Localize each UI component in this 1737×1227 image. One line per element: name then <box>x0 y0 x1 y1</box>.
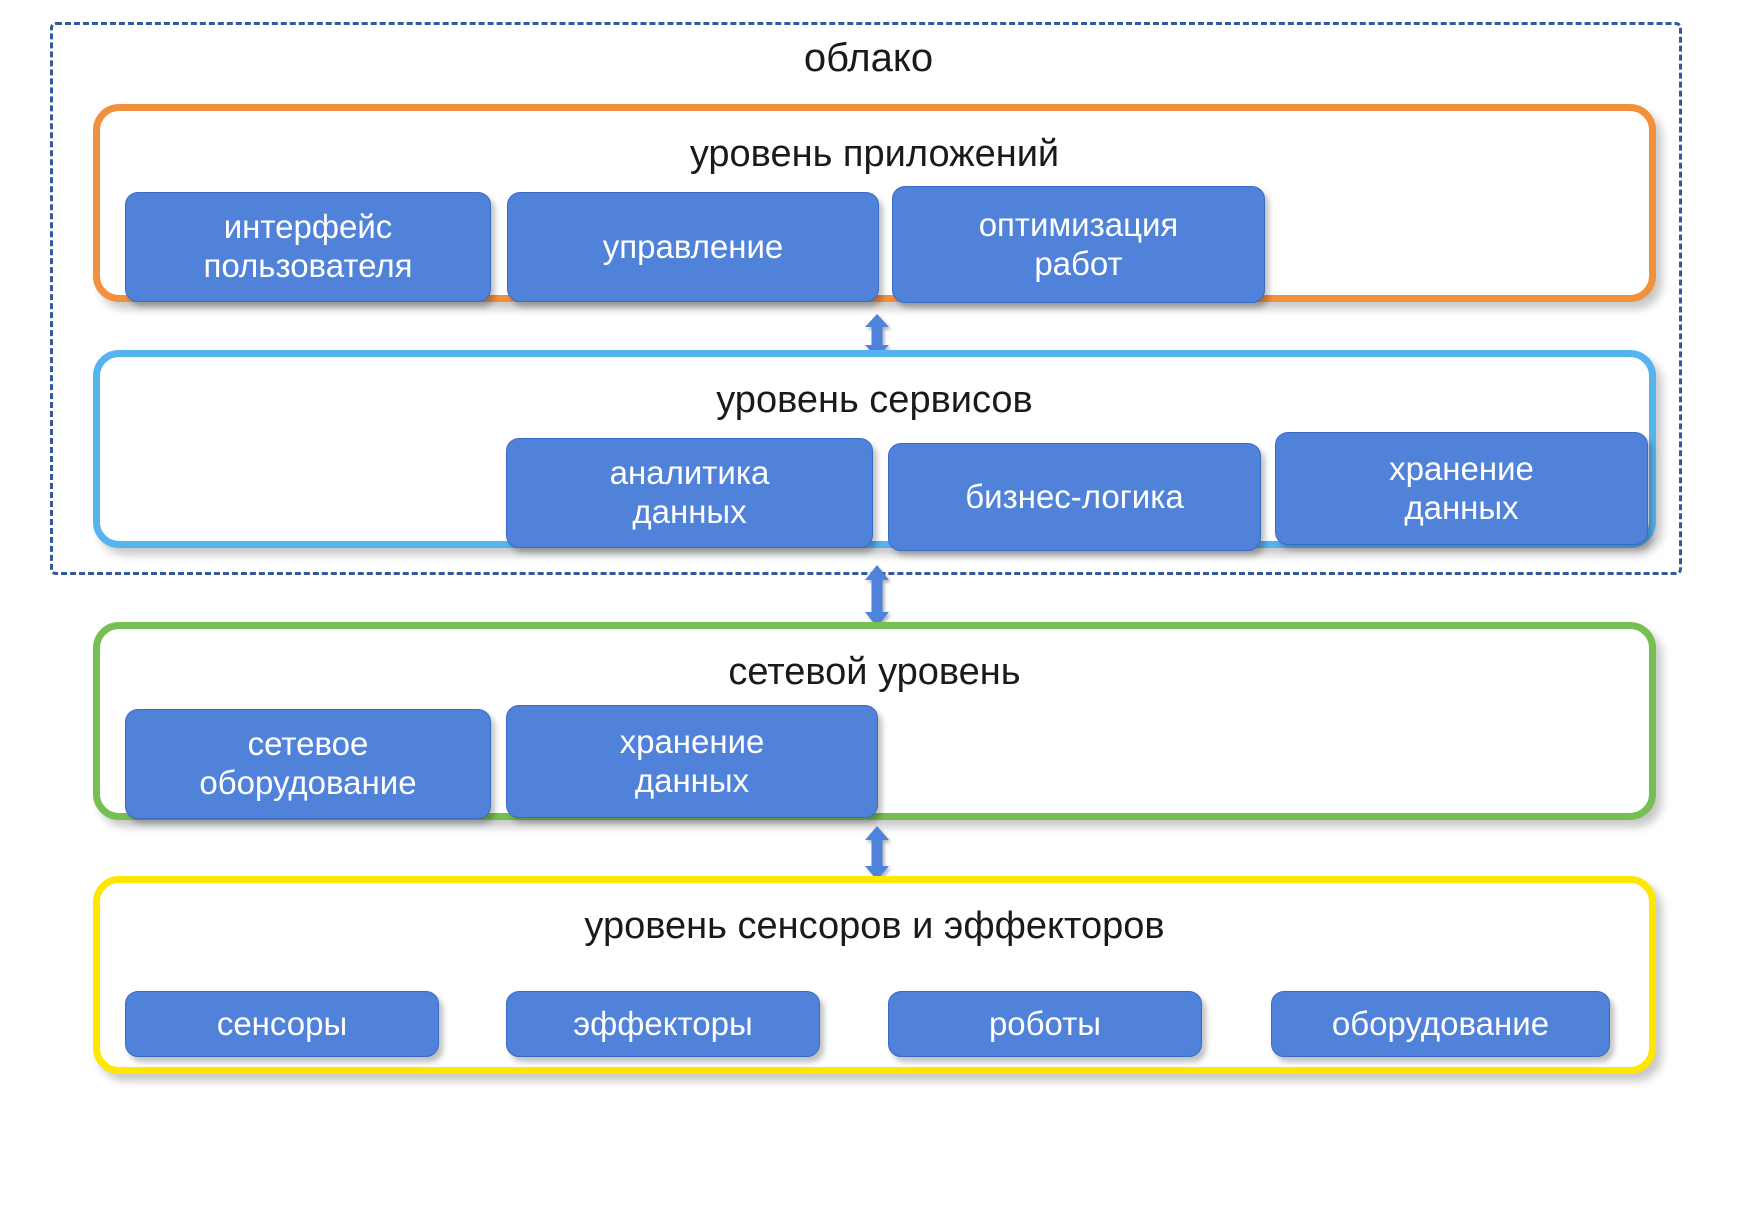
node-effectors[interactable]: эффекторы <box>506 991 820 1057</box>
node-work-optimization[interactable]: оптимизация работ <box>892 186 1265 303</box>
cloud-label: облако <box>803 36 934 80</box>
layer-network-title: сетевой уровень <box>728 651 1021 693</box>
layer-services-title: уровень сервисов <box>716 379 1033 421</box>
node-data-storage-services[interactable]: хранение данных <box>1275 432 1648 545</box>
connector-applications-services <box>863 314 891 358</box>
cloud-boundary <box>50 22 1682 575</box>
connector-services-network <box>863 565 891 627</box>
node-data-storage-network[interactable]: хранение данных <box>506 705 878 818</box>
node-business-logic[interactable]: бизнес-логика <box>888 443 1261 551</box>
node-management[interactable]: управление <box>507 192 879 302</box>
layer-applications-title: уровень приложений <box>689 133 1060 175</box>
layer-sensors-title: уровень сенсоров и эффекторов <box>584 905 1165 947</box>
node-sensors[interactable]: сенсоры <box>125 991 439 1057</box>
node-data-analytics[interactable]: аналитика данных <box>506 438 873 548</box>
node-user-interface[interactable]: интерфейс пользователя <box>125 192 491 302</box>
connector-network-sensors <box>863 826 891 880</box>
node-equipment[interactable]: оборудование <box>1271 991 1610 1057</box>
node-robots[interactable]: роботы <box>888 991 1202 1057</box>
layer-sensors: уровень сенсоров и эффекторов <box>93 876 1656 1074</box>
node-network-equipment[interactable]: сетевое оборудование <box>125 709 491 819</box>
